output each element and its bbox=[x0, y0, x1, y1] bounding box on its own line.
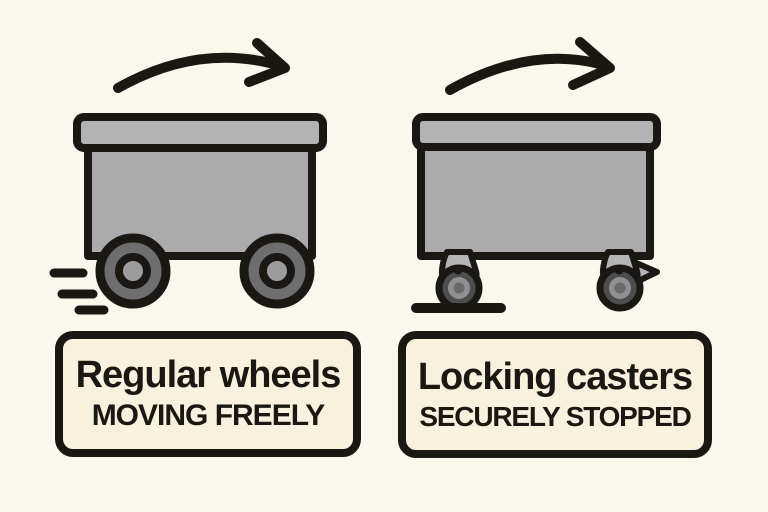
left-cart-body bbox=[84, 142, 316, 260]
label-locking-casters: Locking casters SECURELY STOPPED bbox=[398, 331, 712, 458]
rear-caster-with-brake bbox=[596, 249, 660, 312]
label-regular-wheels: Regular wheels MOVING FREELY bbox=[55, 331, 361, 457]
motion-arrow-left-icon bbox=[113, 38, 290, 93]
motion-arrow-right-icon bbox=[445, 37, 615, 95]
left-cart-front-wheel bbox=[95, 233, 171, 309]
right-cart-lid bbox=[412, 113, 661, 151]
left-cart-lid bbox=[73, 113, 327, 152]
left-caption-status: MOVING FREELY bbox=[91, 399, 326, 433]
speed-lines-icon bbox=[49, 268, 109, 315]
right-cart-body bbox=[417, 142, 654, 260]
left-caption-title: Regular wheels bbox=[75, 354, 342, 397]
right-cart-group bbox=[411, 37, 661, 313]
front-caster bbox=[435, 249, 483, 312]
right-caption-title: Locking casters bbox=[417, 355, 693, 398]
left-cart-rear-wheel bbox=[239, 233, 315, 309]
right-caption-status: SECURELY STOPPED bbox=[419, 400, 691, 432]
left-cart-group bbox=[49, 38, 327, 315]
